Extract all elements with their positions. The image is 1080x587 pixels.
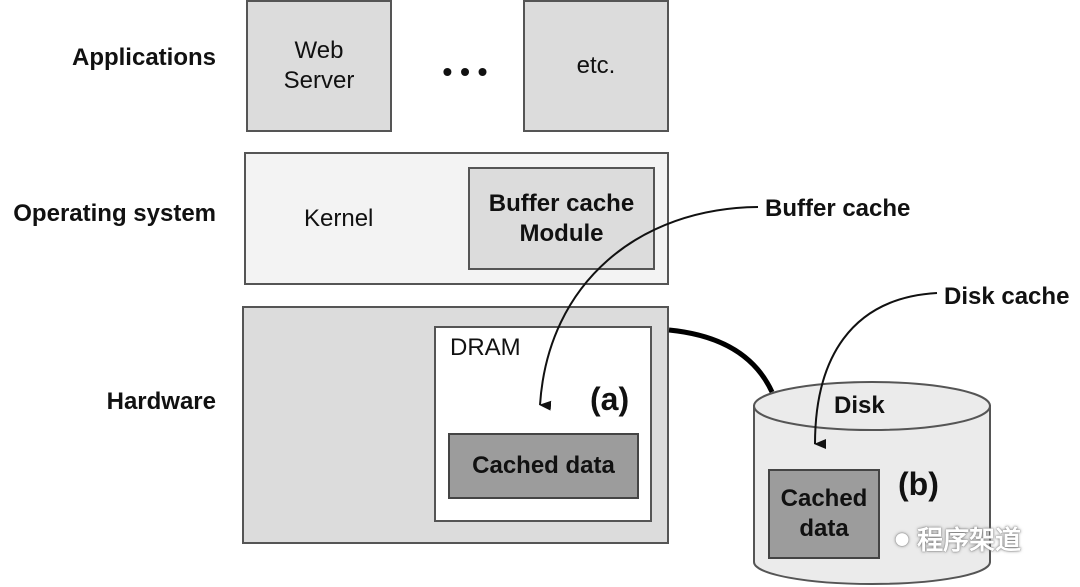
buffer-cache-arrow bbox=[539, 206, 759, 411]
kernel-label: Kernel bbox=[304, 205, 374, 232]
label-b: (b) bbox=[898, 466, 939, 502]
disk-cache-callout: Disk cache bbox=[944, 283, 1070, 310]
label-a: (a) bbox=[590, 381, 630, 417]
disk-label: Disk bbox=[834, 392, 885, 419]
ellipsis: • • • bbox=[442, 56, 488, 87]
operating-system-layer-label: Operating system bbox=[13, 200, 216, 227]
web-server-label-line1: Web bbox=[294, 37, 344, 64]
buffer-cache-callout: Buffer cache bbox=[765, 195, 911, 222]
disk-cached-data-line2: data bbox=[799, 515, 849, 542]
disk-cache-arrow bbox=[814, 292, 938, 450]
etc-label: etc. bbox=[576, 52, 616, 79]
dram-cached-data-box: Cached data bbox=[448, 433, 639, 499]
dram-label: DRAM bbox=[450, 334, 521, 361]
web-server-box: Web Server bbox=[246, 0, 392, 132]
disk-cylinder-top bbox=[753, 381, 991, 431]
web-server-label-line2: Server bbox=[283, 67, 355, 94]
buffer-cache-module-box: Buffer cache Module bbox=[468, 167, 655, 270]
watermark: ● 程序架道 bbox=[893, 520, 1021, 557]
hardware-layer-label: Hardware bbox=[106, 388, 216, 415]
buffer-cache-module-line2: Module bbox=[519, 219, 604, 247]
applications-layer-label: Applications bbox=[71, 44, 216, 71]
buffer-cache-module-line1: Buffer cache bbox=[488, 189, 635, 217]
disk-cached-data-box: Cached data bbox=[768, 469, 880, 559]
dram-cached-data-label: Cached data bbox=[472, 452, 615, 479]
watermark-text: 程序架道 bbox=[917, 525, 1022, 555]
etc-app-box: etc. bbox=[523, 0, 669, 132]
disk-cached-data-line1: Cached bbox=[780, 485, 868, 512]
wechat-icon: ● bbox=[893, 521, 912, 555]
hardware-disk-cable bbox=[668, 327, 775, 394]
